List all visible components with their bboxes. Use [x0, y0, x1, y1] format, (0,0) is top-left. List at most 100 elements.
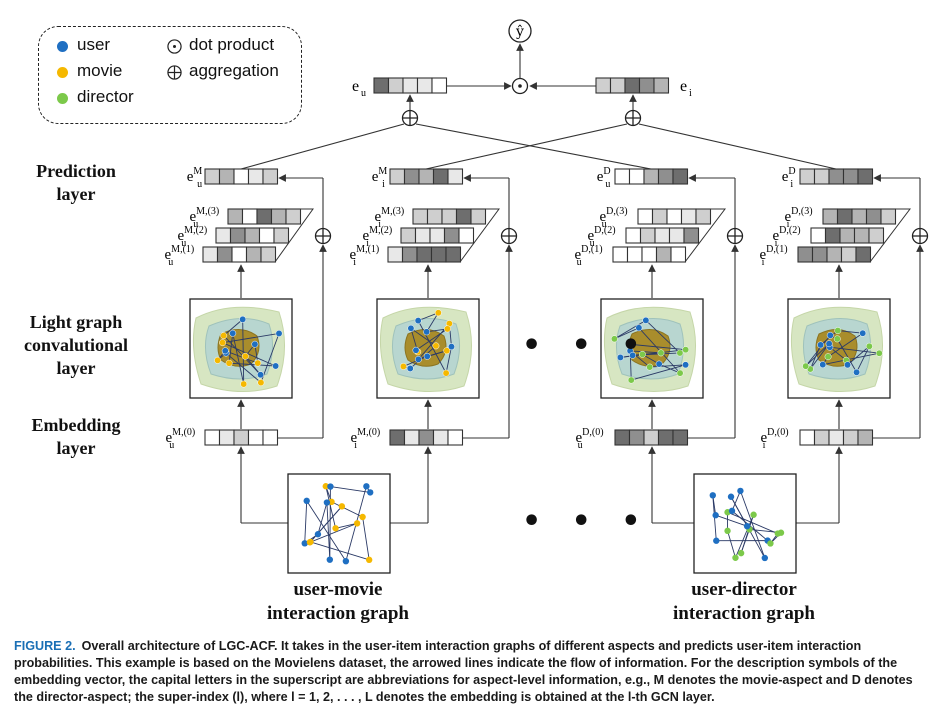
embedding-vector-cell	[657, 429, 674, 446]
ellipsis-graphs: • • •	[522, 504, 651, 539]
embedding-vector-label: eD,(0)i	[761, 427, 789, 451]
layer-vector-cell	[851, 208, 868, 225]
stack-connector	[274, 208, 314, 263]
gcn-edge	[631, 364, 686, 381]
item-node	[833, 335, 841, 343]
gcn-edge	[426, 328, 448, 333]
embedding-vector-cell	[204, 429, 221, 446]
user-node	[367, 489, 374, 496]
user-node	[303, 497, 310, 505]
layer-vector-cell	[441, 208, 458, 225]
user-node	[727, 493, 735, 500]
user-node	[448, 343, 455, 351]
graph-edge	[306, 500, 347, 562]
light-graph-layer-label: Light graph convalutional layer	[23, 312, 129, 378]
fan-item-m	[425, 123, 628, 170]
prediction-vector-cell	[218, 168, 235, 185]
caption-text: Overall architecture of LGC-ACF. It take…	[14, 639, 913, 704]
gcn-edge	[228, 333, 234, 364]
legend-director: director	[77, 87, 134, 106]
user-node	[635, 324, 643, 332]
gcn-edge	[658, 363, 681, 374]
gcn-edge	[415, 328, 448, 351]
user-node	[825, 340, 833, 348]
user-node	[323, 499, 331, 506]
item-node	[353, 520, 361, 527]
prediction-vector-cell	[447, 168, 464, 185]
embedding-vector-cell	[403, 429, 420, 446]
item-final-sub: i	[689, 88, 692, 99]
layer-vector-cell	[822, 208, 839, 225]
graph-edge	[739, 490, 766, 559]
dot-product-op-dot	[518, 84, 522, 88]
gcn-edge	[417, 320, 447, 374]
stack-connector	[459, 208, 500, 263]
item-node	[737, 549, 745, 557]
item-final-vector-cell	[653, 77, 670, 94]
layer-vector-cell	[612, 246, 629, 263]
prediction-vector-cell	[233, 168, 250, 185]
item-node	[865, 342, 873, 350]
graph-edge	[317, 502, 328, 535]
item-node	[638, 350, 646, 358]
user-node	[272, 362, 280, 370]
gcn-edge	[847, 345, 870, 366]
column-aggregation-op-cross	[727, 228, 743, 244]
item-node	[338, 503, 346, 510]
gcn-edge	[649, 364, 686, 368]
prediction-vector-cell	[247, 168, 264, 185]
layer-vector-cell	[680, 208, 697, 225]
item-node	[332, 525, 339, 532]
user-node	[682, 361, 690, 369]
gcn-edge	[614, 319, 647, 340]
item-node	[442, 369, 450, 377]
user-final-vector-cell	[416, 77, 433, 94]
prediction-vector-cell	[204, 168, 221, 185]
layer-vector-cell	[202, 246, 219, 263]
legend-dot-product: dot product	[189, 35, 275, 54]
item-node	[732, 554, 739, 561]
user-node	[257, 371, 264, 379]
prediction-vector-cell	[432, 168, 449, 185]
item-node	[399, 362, 407, 370]
embedding-vector-cell	[233, 429, 250, 446]
embedding-vector-cell	[218, 429, 235, 446]
user-node	[642, 316, 650, 324]
y-hat-node	[508, 19, 532, 43]
prediction-vector-cell	[828, 168, 845, 185]
user-node	[423, 352, 431, 360]
layer-vector-cell	[443, 227, 460, 244]
layer-vector-label: eM,(3)u	[190, 206, 220, 230]
stack-connector	[869, 208, 912, 263]
layer-vector-cell	[811, 246, 828, 263]
layer-vector-cell	[416, 246, 433, 263]
legend-user: user	[77, 35, 111, 54]
layer-vector-cell	[695, 208, 712, 225]
embedding-vector-label: eD,(0)u	[576, 427, 604, 451]
user-node	[414, 355, 422, 363]
user-node	[314, 531, 322, 538]
layer-vector-cell	[824, 227, 841, 244]
item-node	[254, 359, 262, 367]
user-node	[626, 340, 634, 348]
user-node	[709, 492, 716, 499]
item-node	[676, 369, 684, 377]
layer-vector-cell	[654, 227, 671, 244]
item-node	[767, 540, 774, 547]
layer-vector-cell	[445, 246, 462, 263]
item-node	[241, 352, 249, 360]
item-node	[627, 376, 635, 384]
item-node	[322, 483, 329, 490]
item-node	[328, 498, 335, 506]
user-node	[327, 483, 334, 490]
user-node	[239, 315, 247, 323]
gcn-edge	[426, 312, 439, 333]
layer-vector-label: eM,(2)u	[178, 225, 208, 249]
layer-vector-cell	[285, 208, 302, 225]
layer-vector-cell	[412, 208, 429, 225]
fan-item-d	[638, 123, 837, 170]
user-node	[423, 328, 431, 336]
user-node	[363, 483, 370, 490]
layer-vector-cell	[244, 227, 261, 244]
